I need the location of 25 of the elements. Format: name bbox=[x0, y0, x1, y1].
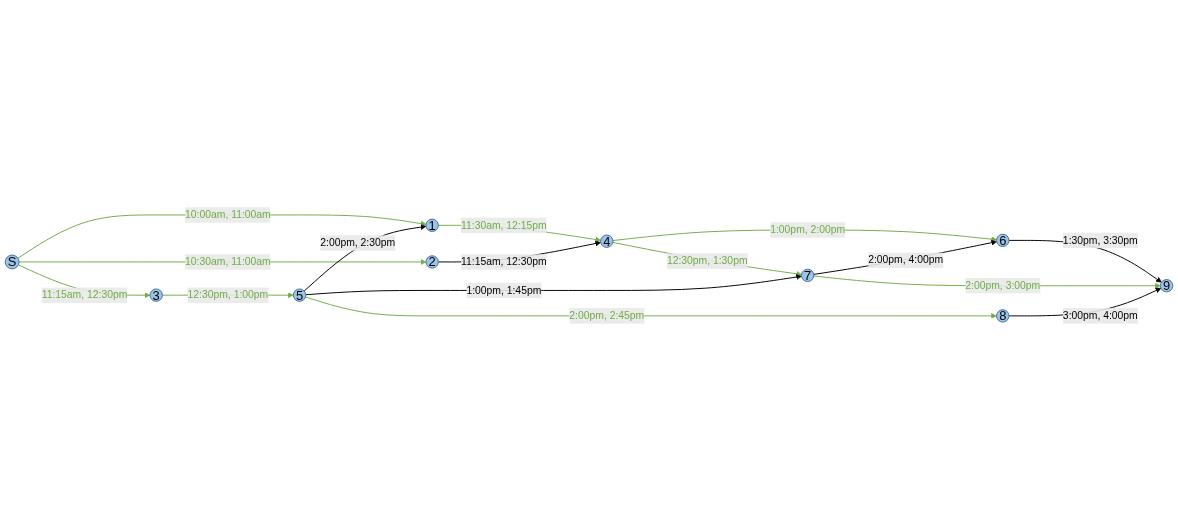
edge-label: 11:15am, 12:30pm bbox=[461, 255, 547, 267]
edge-label: 12:30pm, 1:30pm bbox=[666, 254, 748, 266]
edge-label: 11:15am, 12:30pm bbox=[41, 288, 128, 300]
node-circle: 5 bbox=[292, 288, 307, 302]
edge-label: 2:00pm, 4:00pm bbox=[868, 253, 944, 265]
edge-label: 10:30am, 11:00am bbox=[185, 255, 271, 267]
edge-label: 2:00pm, 3:00pm bbox=[965, 279, 1041, 291]
node-circle: 3 bbox=[149, 288, 163, 302]
edge-label: 1:00pm, 2:00pm bbox=[770, 223, 846, 235]
node-circle: 2 bbox=[425, 254, 439, 269]
node-circle: 6 bbox=[996, 233, 1010, 247]
edge-label: 11:30am, 12:15pm bbox=[461, 219, 547, 231]
node-circle: 4 bbox=[600, 234, 614, 248]
edge-label: 3:00pm, 4:00pm bbox=[1062, 309, 1138, 321]
node-circle: S bbox=[4, 254, 20, 269]
node-circle: 7 bbox=[800, 268, 815, 282]
edge-label: 1:30pm, 3:30pm bbox=[1062, 234, 1138, 246]
node-circle: 8 bbox=[996, 308, 1010, 323]
node-circle: 9 bbox=[1159, 278, 1174, 292]
edge-label: 2:00pm, 2:30pm bbox=[320, 236, 396, 248]
node-circle: 1 bbox=[425, 218, 439, 232]
edge-label: 1:00pm, 1:45pm bbox=[466, 284, 542, 296]
edge-label: 2:00pm, 2:45pm bbox=[569, 309, 645, 321]
edge-label: 10:00am, 11:00am bbox=[185, 208, 271, 220]
edge-label: 12:30pm, 1:00pm bbox=[187, 288, 269, 300]
